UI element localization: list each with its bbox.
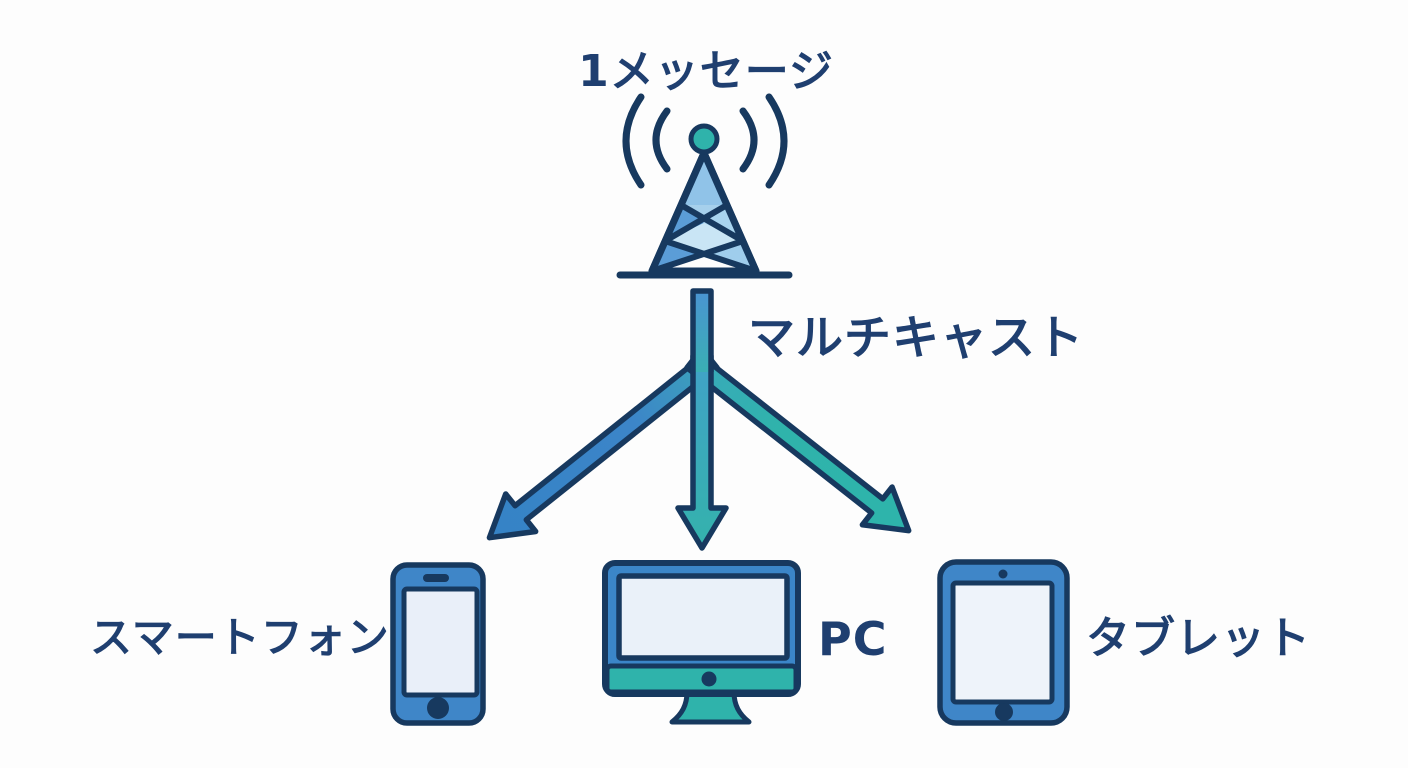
monitor-power-dot bbox=[701, 671, 717, 687]
tablet-camera bbox=[998, 569, 1008, 579]
pc-monitor-icon bbox=[602, 560, 801, 725]
multicast-arrows bbox=[486, 288, 912, 551]
smartphone-icon bbox=[390, 562, 486, 726]
monitor-screen bbox=[616, 573, 790, 661]
monitor-stand bbox=[669, 689, 752, 725]
signal-waves-icon bbox=[622, 93, 788, 189]
message-count-label: 1メッセージ bbox=[578, 46, 834, 97]
phone-screen bbox=[401, 586, 480, 698]
broadcast-tower-icon bbox=[616, 123, 793, 279]
arrow-to-pc bbox=[675, 353, 729, 551]
arrow-to-smartphone bbox=[486, 350, 720, 541]
tablet-screen bbox=[950, 580, 1055, 705]
tablet-label: タブレット bbox=[1086, 613, 1311, 664]
pc-label: PC bbox=[818, 612, 888, 666]
arrow-stem bbox=[690, 288, 714, 372]
tablet-icon bbox=[937, 559, 1070, 726]
antenna-tip bbox=[688, 123, 720, 155]
phone-speaker bbox=[423, 574, 449, 582]
phone-home-button bbox=[427, 697, 449, 719]
smartphone-label: スマートフォン bbox=[90, 613, 390, 662]
multicast-label: マルチキャスト bbox=[748, 311, 1084, 366]
arrow-to-tablet bbox=[684, 350, 912, 534]
tablet-home-button bbox=[995, 703, 1013, 721]
